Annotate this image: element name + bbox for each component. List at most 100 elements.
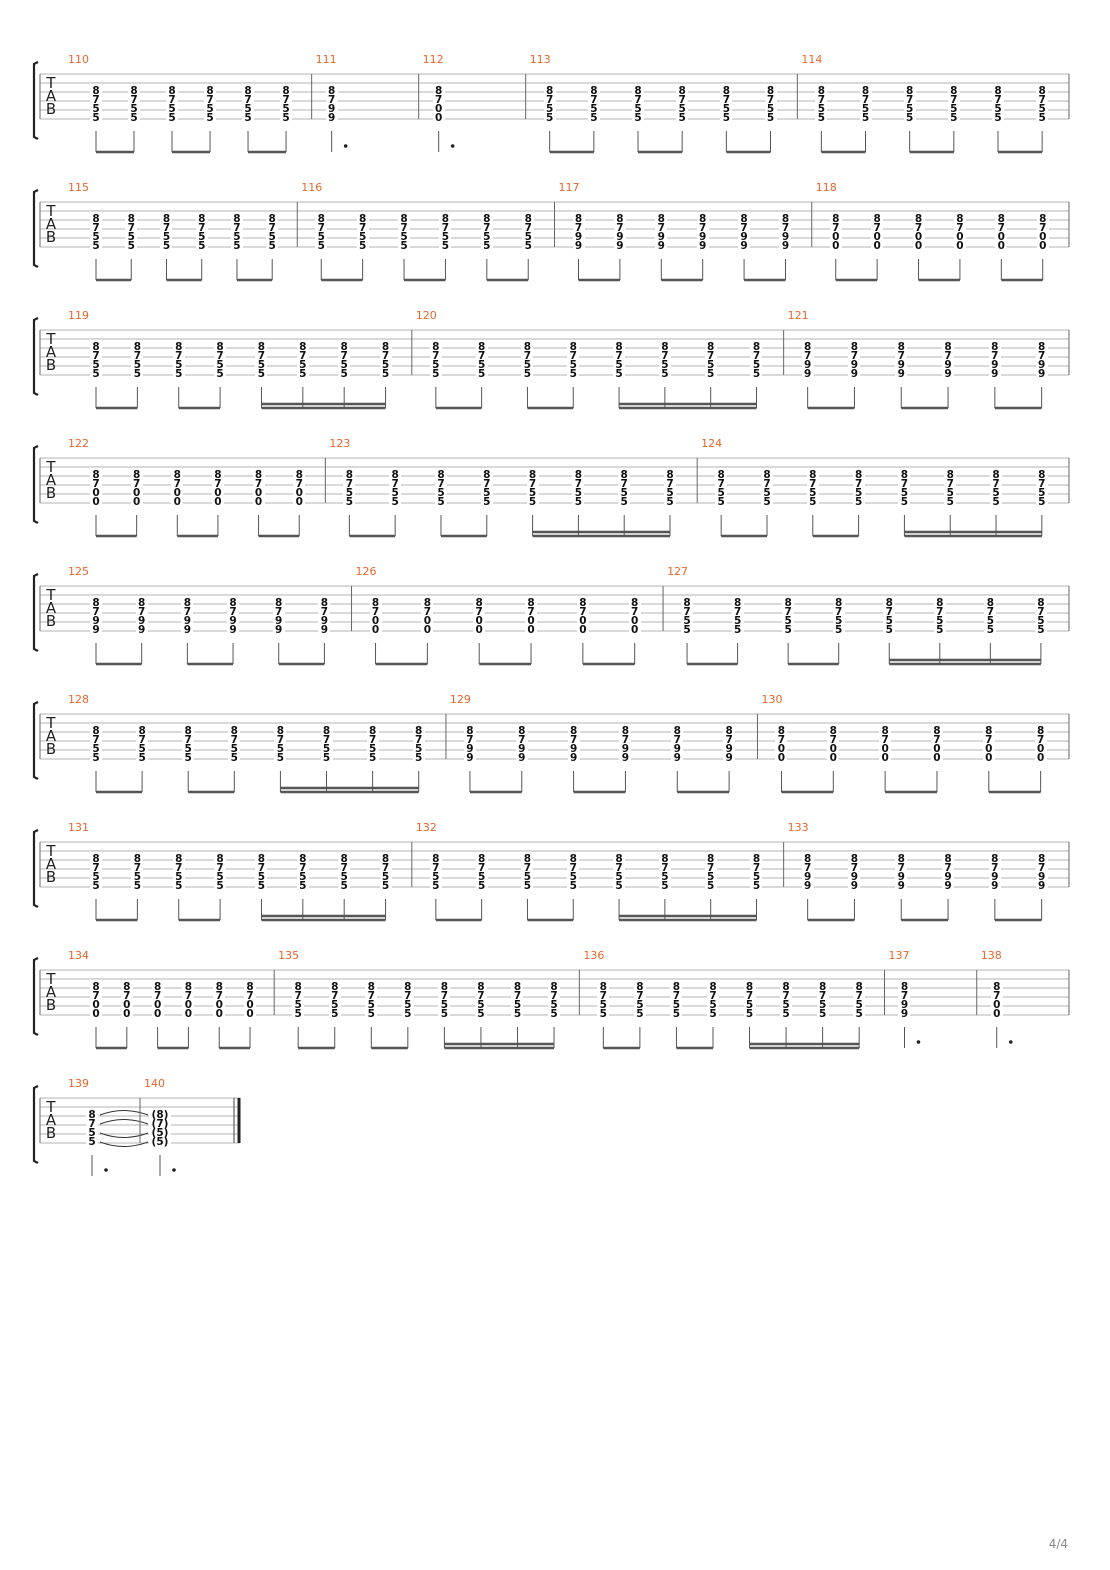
fret-number: 0: [151, 1009, 164, 1020]
fret-number: 5: [343, 488, 356, 499]
measure-number: 128: [68, 693, 89, 706]
fret-number: 5: [242, 104, 255, 115]
fret-number: 0: [130, 488, 143, 499]
fret-number: 5: [195, 241, 208, 252]
fret-number: 8: [182, 726, 195, 737]
tab-clef-letter: B: [45, 996, 57, 1014]
fret-number: 9: [671, 753, 684, 764]
fret-number: 5: [859, 104, 872, 115]
fret-number: 5: [633, 1009, 646, 1020]
fret-number: 7: [429, 863, 442, 874]
fret-number: 5: [429, 360, 442, 371]
fret-number: 8: [172, 342, 185, 353]
fret-number: 5: [389, 497, 402, 508]
fret-number: 8: [320, 726, 333, 737]
fret-number: 8: [120, 982, 133, 993]
fret-number: 0: [930, 753, 943, 764]
fret-number: 5: [315, 232, 328, 243]
fret-number: 5: [750, 872, 763, 883]
fret-number: 7: [895, 351, 908, 362]
fret-number: 0: [879, 753, 892, 764]
fret-number: 8: [473, 598, 486, 609]
fret-number: 8: [731, 598, 744, 609]
fret-number: 9: [696, 232, 709, 243]
fret-number: 8: [613, 342, 626, 353]
fret-number: 9: [671, 744, 684, 755]
fret-number: 5: [903, 113, 916, 124]
fret-number: 8: [572, 214, 585, 225]
fret-number: 7: [859, 95, 872, 106]
fret-number: 8: [398, 214, 411, 225]
measure-number: 123: [329, 437, 351, 450]
fret-number: 8: [90, 726, 102, 737]
tab-clef-letter: B: [45, 100, 57, 118]
fret-number: 9: [942, 369, 955, 380]
fret-number: 8: [429, 854, 442, 865]
fret-number: 5: [90, 369, 102, 380]
measure-number: 114: [801, 53, 823, 66]
fret-number: 5: [613, 360, 626, 371]
measure-number: 133: [787, 821, 809, 834]
fret-number: 7: [658, 351, 671, 362]
fret-number: 7: [182, 735, 195, 746]
fret-number: 8: [90, 342, 102, 353]
fret-number: 5: [658, 872, 671, 883]
fret-number: 5: [883, 616, 896, 627]
fret-number: 7: [480, 479, 493, 490]
fret-number: 8: [90, 982, 102, 993]
fret-number: 8: [438, 982, 451, 993]
fret-number: 8: [379, 854, 392, 865]
fret-number: 9: [463, 753, 476, 764]
tab-clef-letter: T: [46, 842, 56, 860]
fret-number: 8: [815, 86, 828, 97]
fret-number: 5: [676, 104, 689, 115]
fret-number: 5: [548, 1009, 561, 1020]
fret-number: 5: [230, 241, 243, 252]
fret-number: 9: [779, 241, 792, 252]
fret-number: 0: [90, 1009, 102, 1020]
fret-number: 5: [526, 488, 539, 499]
fret-number: 0: [982, 744, 995, 755]
fret-number: 7: [750, 351, 763, 362]
fret-number: 7: [548, 991, 561, 1002]
fret-number: 5: [90, 881, 102, 892]
fret-number: 9: [655, 232, 668, 243]
fret-number: 5: [806, 488, 819, 499]
fret-number: 7: [587, 95, 600, 106]
fret-number: 8: [806, 470, 819, 481]
fret-number: 5: [521, 881, 534, 892]
fret-number: 5: [780, 1000, 793, 1011]
fret-number: 5: [715, 497, 728, 508]
fret-number: 7: [320, 735, 333, 746]
fret-number: 5: [613, 881, 626, 892]
fret-number: 7: [272, 607, 285, 618]
fret-number: 5: [572, 497, 585, 508]
fret-number: 8: [760, 470, 773, 481]
fret-number: 8: [365, 982, 378, 993]
fret-number: 7: [255, 351, 268, 362]
fret-number: 5: [356, 241, 369, 252]
fret-number: 7: [832, 607, 845, 618]
fret-number: 5: [172, 881, 185, 892]
measure-number: 110: [68, 53, 89, 66]
fret-number: 8: [982, 726, 995, 737]
fret-number: 7: [704, 351, 717, 362]
fret-number: 5: [214, 872, 227, 883]
fret-number: 8: [1035, 342, 1048, 353]
fret-number: 5: [658, 369, 671, 380]
fret-number: 7: [619, 735, 632, 746]
fret-number: 9: [942, 881, 955, 892]
fret-number: 9: [1035, 872, 1048, 883]
fret-number: 9: [723, 744, 736, 755]
fret-number: 8: [1036, 214, 1049, 225]
fret-number: 0: [90, 497, 102, 508]
fret-number: 8: [521, 854, 534, 865]
fret-number: 9: [988, 881, 1001, 892]
fret-number: 9: [227, 616, 240, 627]
fret-number: 5: [90, 241, 102, 252]
fret-number: 5: [984, 616, 997, 627]
fret-number: 5: [343, 497, 356, 508]
fret-number: 7: [230, 223, 243, 234]
fret-number: 9: [988, 360, 1001, 371]
